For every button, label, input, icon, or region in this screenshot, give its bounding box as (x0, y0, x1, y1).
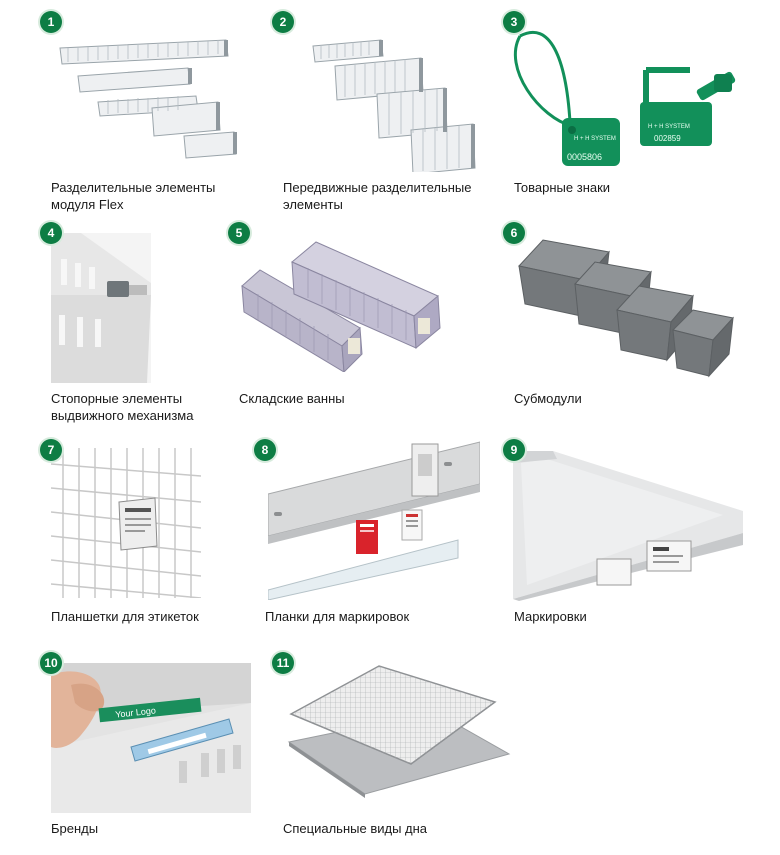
number-badge: 2 (272, 11, 294, 33)
storage-trays-image (241, 241, 441, 372)
item-caption: Стопорные элементы выдвижного механизма (51, 391, 194, 423)
number-badge: 1 (40, 11, 62, 33)
flex-dividers-image (59, 39, 237, 159)
item-caption: Передвижные разделительные элементы (283, 180, 472, 212)
stopper-elements-image (51, 233, 151, 383)
movable-dividers-image (312, 39, 476, 172)
number-badge: 3 (503, 11, 525, 33)
brands-image: Your Logo (51, 663, 251, 813)
trademark-seals-image: H + H SYSTEM 0005806 H + H SYSTEM 002859 (513, 30, 736, 166)
item-caption: Субмодули (514, 391, 582, 406)
item-caption: Товарные знаки (514, 180, 611, 195)
seal-brand-text: H + H SYSTEM (574, 136, 616, 142)
item-caption: Планки для маркировок (265, 609, 410, 624)
item-caption: Специальные виды дна (283, 821, 428, 836)
number-badge: 9 (503, 439, 525, 461)
item-caption: Планшетки для этикеток (51, 609, 199, 624)
number-badge: 10 (40, 652, 62, 674)
item-caption: Разделительные элементы модуля Flex (51, 180, 216, 212)
number-badge: 7 (40, 439, 62, 461)
number-badge: 8 (254, 439, 276, 461)
number-badge: 6 (503, 222, 525, 244)
label-holders-image (51, 448, 201, 598)
seal-number-2: 002859 (654, 134, 681, 143)
item-caption: Бренды (51, 821, 99, 836)
item-caption: Маркировки (514, 609, 587, 624)
markings-image (513, 451, 743, 601)
submodules-image (518, 239, 734, 378)
brand-tag-text: Your Logo (115, 705, 157, 719)
item-caption: Складские ванны (239, 391, 345, 406)
marking-strips-image (268, 441, 480, 600)
seal-number-1: 0005806 (567, 152, 602, 162)
number-badge: 11 (272, 652, 294, 674)
special-bottoms-image (287, 665, 511, 798)
number-badge: 5 (228, 222, 250, 244)
number-badge: 4 (40, 222, 62, 244)
seal-brand-text-2: H + H SYSTEM (648, 124, 690, 130)
